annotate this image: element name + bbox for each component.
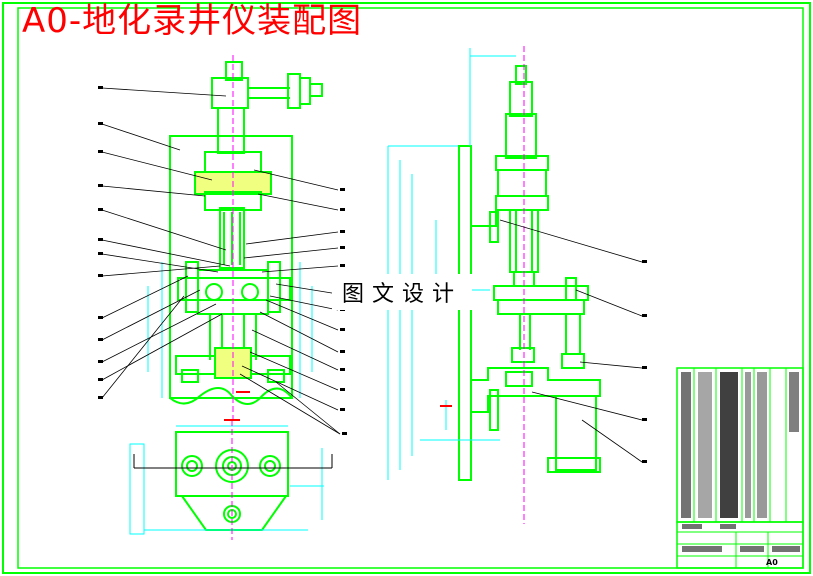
inner-border [17, 7, 804, 569]
front-view [169, 61, 323, 405]
parts-list [676, 367, 804, 523]
leader-lines-right [239, 169, 341, 435]
watermark-text: 图文设计 [332, 274, 473, 310]
sheet-size-label: A0 [766, 558, 778, 567]
leader-lines-side [499, 219, 643, 463]
title-block [676, 521, 804, 569]
side-view [458, 65, 601, 481]
leader-lines-left [101, 87, 231, 399]
drawing-title: A0-地化录井仪装配图 [22, 1, 363, 41]
